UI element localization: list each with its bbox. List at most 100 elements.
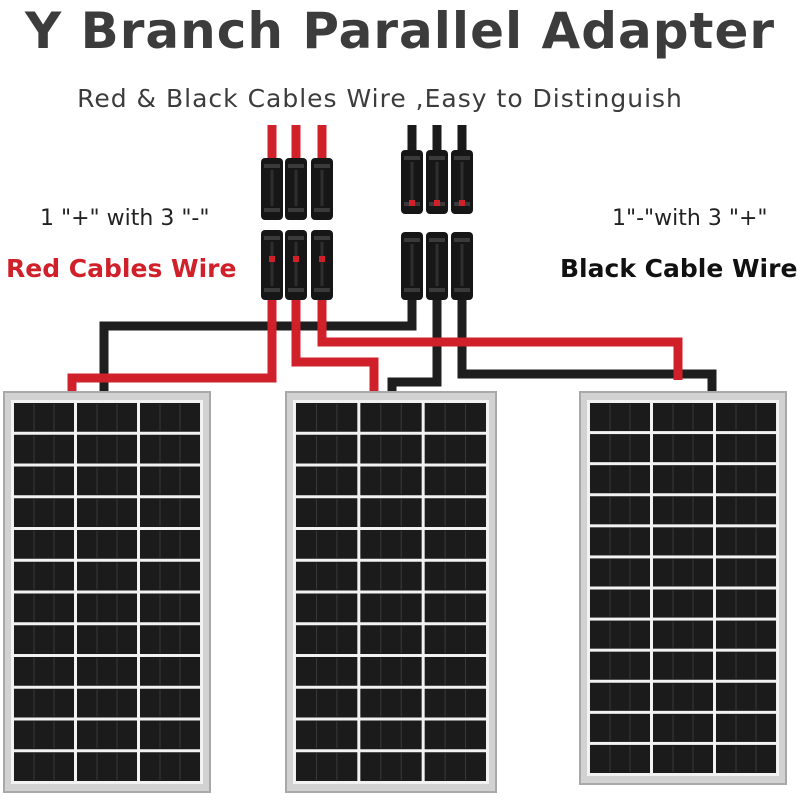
solar-cell: [77, 593, 137, 623]
solar-cell: [14, 625, 74, 654]
solar-cell: [140, 530, 200, 559]
red-top-connector: [261, 158, 283, 220]
solar-cell: [296, 530, 358, 559]
solar-cell: [590, 651, 650, 680]
polarity-marker: [434, 200, 440, 206]
solar-cell: [296, 403, 358, 432]
solar-cell: [360, 561, 422, 591]
red-branch-spec: 1 "+" with 3 "-": [40, 206, 210, 231]
solar-panels: [3, 391, 787, 793]
solar-cell: [140, 657, 200, 686]
solar-cell: [77, 752, 137, 781]
solar-cell: [296, 688, 358, 718]
solar-cell: [653, 403, 713, 432]
solar-cell: [716, 527, 776, 556]
solar-cell: [716, 434, 776, 463]
solar-cell: [716, 744, 776, 773]
solar-cell: [590, 465, 650, 494]
page-subtitle: Red & Black Cables Wire ,Easy to Disting…: [77, 84, 683, 113]
solar-cell: [424, 688, 486, 718]
solar-cell: [296, 498, 358, 527]
black-bottom-connector: [426, 232, 448, 300]
polarity-marker: [409, 200, 415, 206]
solar-cell: [14, 752, 74, 781]
solar-cell: [14, 466, 74, 496]
solar-cell: [653, 527, 713, 556]
black-branch-spec: 1"-"with 3 "+": [612, 206, 768, 231]
black-branch-name: Black Cable Wire: [560, 254, 798, 283]
solar-cell: [424, 720, 486, 750]
solar-cell: [590, 527, 650, 556]
solar-cell: [653, 620, 713, 649]
solar-cell: [424, 625, 486, 654]
red-bottom-connector: [311, 230, 333, 300]
solar-cell: [296, 752, 358, 781]
solar-cell: [14, 593, 74, 623]
solar-cell: [653, 682, 713, 711]
solar-cell: [716, 589, 776, 618]
solar-cell: [360, 434, 422, 464]
solar-cell: [14, 403, 74, 432]
solar-cell: [296, 720, 358, 750]
solar-cell: [360, 403, 422, 432]
solar-cell: [424, 530, 486, 559]
solar-cell: [296, 657, 358, 686]
red-branch-name: Red Cables Wire: [6, 254, 237, 283]
solar-cell: [14, 530, 74, 559]
solar-cell: [360, 752, 422, 781]
solar-cell: [424, 466, 486, 496]
solar-cell: [590, 496, 650, 525]
solar-cell: [590, 713, 650, 742]
solar-cell: [716, 403, 776, 432]
solar-cell: [296, 561, 358, 591]
solar-cell: [716, 465, 776, 494]
solar-cell: [360, 720, 422, 750]
solar-cell: [296, 434, 358, 464]
solar-cell: [653, 496, 713, 525]
solar-cell: [716, 682, 776, 711]
solar-cell: [296, 625, 358, 654]
red-input-cables: [267, 125, 327, 160]
page-title: Y Branch Parallel Adapter: [24, 2, 776, 60]
solar-cell: [424, 403, 486, 432]
solar-panel: [3, 391, 211, 793]
solar-cell: [140, 403, 200, 432]
solar-cell: [590, 682, 650, 711]
solar-cell: [653, 465, 713, 494]
solar-cell: [77, 498, 137, 527]
solar-cell: [590, 558, 650, 587]
solar-cell: [716, 558, 776, 587]
solar-cell: [77, 625, 137, 654]
solar-cell: [590, 589, 650, 618]
solar-cell: [360, 593, 422, 623]
solar-cell: [590, 403, 650, 432]
solar-panel: [285, 391, 497, 793]
solar-cell: [360, 498, 422, 527]
solar-cell: [77, 434, 137, 464]
solar-cell: [360, 688, 422, 718]
red-bottom-connector: [261, 230, 283, 300]
solar-cell: [424, 434, 486, 464]
polarity-marker: [319, 256, 325, 262]
solar-cell: [140, 752, 200, 781]
solar-cell: [77, 657, 137, 686]
solar-cell: [653, 713, 713, 742]
solar-panel: [579, 391, 787, 785]
solar-cell: [653, 744, 713, 773]
solar-cell: [296, 466, 358, 496]
solar-cell: [140, 720, 200, 750]
solar-cell: [140, 625, 200, 654]
polarity-marker: [269, 256, 275, 262]
red-output-wires: [67, 300, 683, 395]
solar-cell: [590, 744, 650, 773]
solar-cell: [653, 434, 713, 463]
solar-cell: [14, 720, 74, 750]
black-bottom-connector: [401, 232, 423, 300]
black-bottom-connector: [451, 232, 473, 300]
solar-cell: [424, 593, 486, 623]
solar-cell: [14, 657, 74, 686]
solar-cell: [296, 593, 358, 623]
solar-cell: [14, 561, 74, 591]
solar-cell: [424, 657, 486, 686]
solar-cell: [424, 498, 486, 527]
